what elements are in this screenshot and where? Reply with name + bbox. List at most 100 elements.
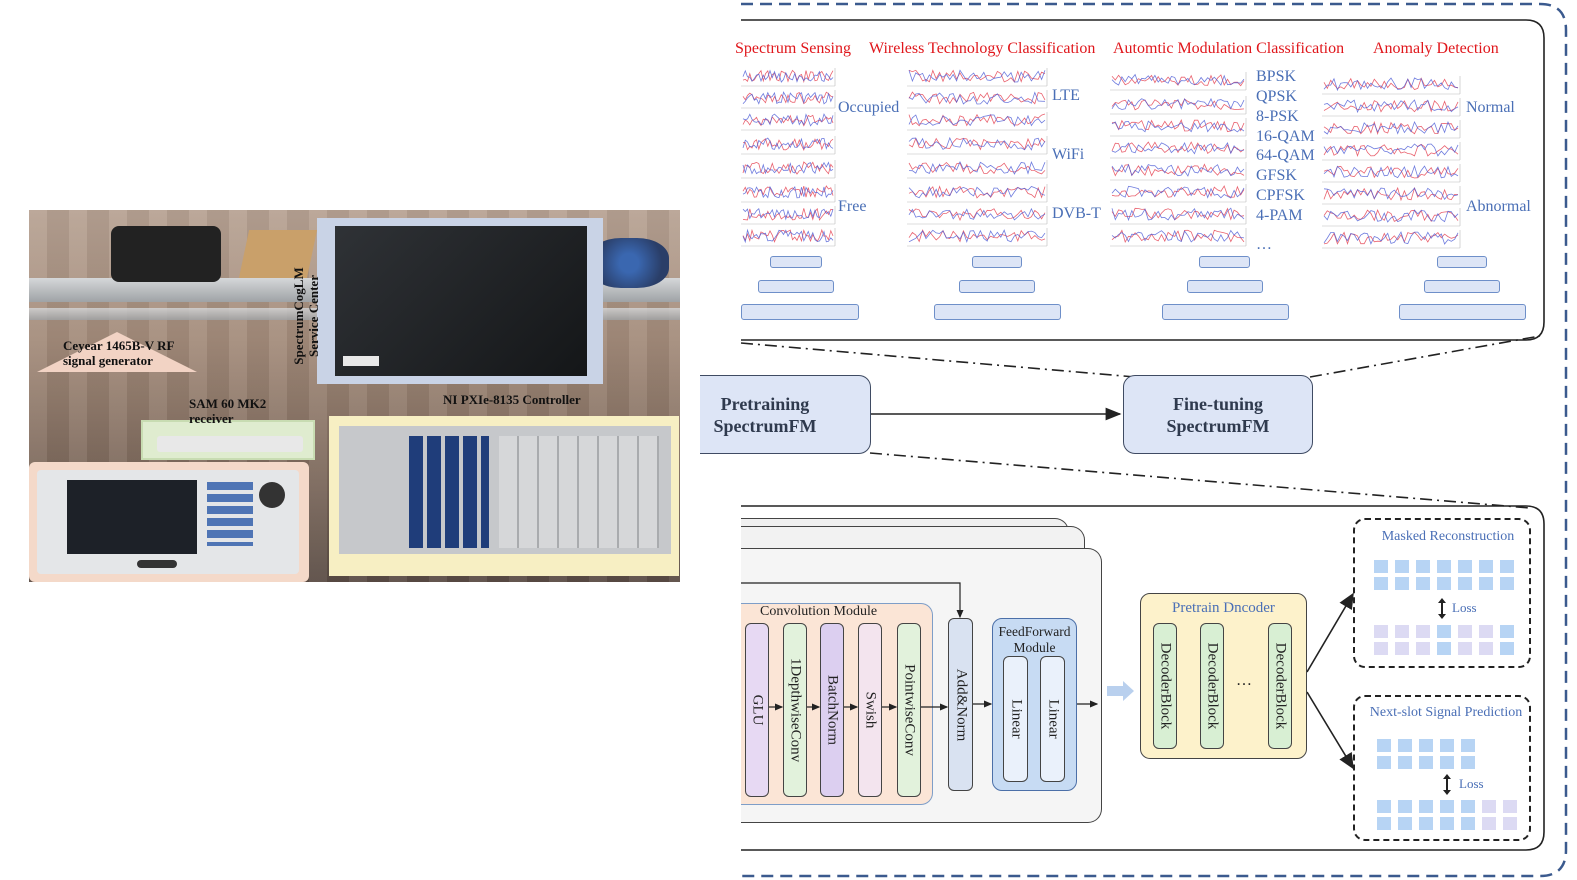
class-label-8psk: 8-PSK <box>1256 108 1299 125</box>
finetuning-stage-label: Fine-tuning SpectrumFM <box>1166 393 1270 436</box>
signal-trace <box>908 161 1046 175</box>
receiver-device <box>157 436 303 452</box>
pretrain-panel-border <box>741 505 1545 851</box>
head-bar-2b <box>959 280 1035 293</box>
signal-trace <box>742 113 834 127</box>
class-label-64qam: 64-QAM <box>1256 147 1315 164</box>
signal-trace <box>742 161 834 175</box>
token-square <box>1479 560 1493 573</box>
signal-trace <box>742 185 834 198</box>
signal-trace <box>908 69 1046 83</box>
masked-loss-label: Loss <box>1452 600 1477 615</box>
signal-trace <box>742 161 834 175</box>
class-label-16qam: 16-QAM <box>1256 128 1315 145</box>
class-label-bpsk: BPSK <box>1256 68 1297 85</box>
token-square <box>1395 625 1409 638</box>
class-label-free: Free <box>838 198 867 215</box>
pxi-slots <box>499 436 659 548</box>
signal-trace <box>1111 119 1245 133</box>
task-title-modulation: Automtic Modulation Classification <box>1113 40 1345 57</box>
token-square <box>1374 577 1388 590</box>
signal-trace <box>1323 77 1459 90</box>
signal-trace <box>742 91 834 105</box>
token-square <box>1500 560 1514 573</box>
class-label-ellipsis: … <box>1256 236 1272 253</box>
signal-trace <box>742 207 834 221</box>
class-label-cpfsk: CPFSK <box>1256 187 1305 204</box>
token-square <box>1374 625 1388 638</box>
swish-block: Swish <box>858 623 882 797</box>
token-square <box>1377 739 1391 752</box>
masked-reconstruction-box <box>1353 518 1531 668</box>
next-slot-prediction-title: Next-slot Signal Prediction <box>1369 705 1523 720</box>
generator-knob <box>259 482 285 508</box>
token-square <box>1461 800 1475 813</box>
decoder-ellipsis: … <box>1236 672 1252 689</box>
signal-trace <box>908 91 1046 105</box>
token-square <box>1395 577 1409 590</box>
addnorm-block: Add&Norm <box>948 618 973 791</box>
signal-trace <box>742 207 834 221</box>
signal-trace <box>908 185 1046 199</box>
signal-generator-device <box>37 470 299 574</box>
generator-keypad <box>207 482 253 546</box>
signal-trace <box>742 228 834 243</box>
signal-trace <box>1323 164 1459 179</box>
decoder-block-1: DecoderBlock <box>1153 623 1177 749</box>
black-case <box>111 226 221 282</box>
signal-trace <box>1111 229 1245 243</box>
signal-trace <box>742 114 834 127</box>
signal-trace <box>908 207 1046 221</box>
class-label-abnormal: Abnormal <box>1466 198 1531 215</box>
class-label-dvbt: DVB-T <box>1052 205 1101 222</box>
token-square <box>1419 800 1433 813</box>
token-square <box>1395 642 1409 655</box>
signal-trace <box>1323 120 1459 135</box>
next-slot-loss-label: Loss <box>1459 776 1484 791</box>
signal-trace <box>1323 209 1459 223</box>
glu-block: GLU <box>745 623 769 797</box>
head-bar-4b <box>1424 280 1500 293</box>
signal-trace <box>1323 208 1459 223</box>
token-square <box>1500 625 1514 638</box>
class-label-gfsk: GFSK <box>1256 167 1297 184</box>
receiver-label: SAM 60 MK2 receiver <box>189 396 267 426</box>
signal-trace <box>742 137 834 150</box>
batchnorm-block: BatchNorm <box>820 623 844 797</box>
token-square <box>1419 756 1433 769</box>
token-square <box>1416 577 1430 590</box>
finetune-panel-border <box>741 19 1545 341</box>
class-label-normal: Normal <box>1466 99 1515 116</box>
signal-trace <box>742 228 834 244</box>
head-bar-4c <box>1399 304 1526 320</box>
signal-trace <box>1323 120 1459 135</box>
token-square <box>1503 817 1517 830</box>
linear-block-1: Linear <box>1003 656 1028 782</box>
signal-trace <box>1111 163 1245 177</box>
head-bar-1b <box>758 280 834 293</box>
signal-trace <box>1323 77 1459 92</box>
token-square <box>1479 625 1493 638</box>
head-bar-1c <box>741 304 859 320</box>
pointwise-conv-block: PointwiseConv <box>897 623 921 797</box>
decoder-block-3: DecoderBlock <box>1268 623 1292 749</box>
token-square <box>1377 817 1391 830</box>
token-square <box>1437 560 1451 573</box>
token-square <box>1377 800 1391 813</box>
head-bar-4a <box>1437 256 1487 268</box>
token-square <box>1398 800 1412 813</box>
token-square <box>1458 625 1472 638</box>
signal-trace <box>1323 99 1459 114</box>
connector-top-left <box>740 342 1136 378</box>
signal-trace <box>742 138 834 151</box>
monitor-sticker <box>343 356 379 366</box>
decoder-block-label-2: DecoderBlock <box>1204 642 1221 730</box>
token-square <box>1500 642 1514 655</box>
token-square <box>1482 800 1496 813</box>
signal-trace <box>1323 187 1459 201</box>
token-square <box>1374 560 1388 573</box>
token-square <box>1503 800 1517 813</box>
token-square <box>1416 625 1430 638</box>
